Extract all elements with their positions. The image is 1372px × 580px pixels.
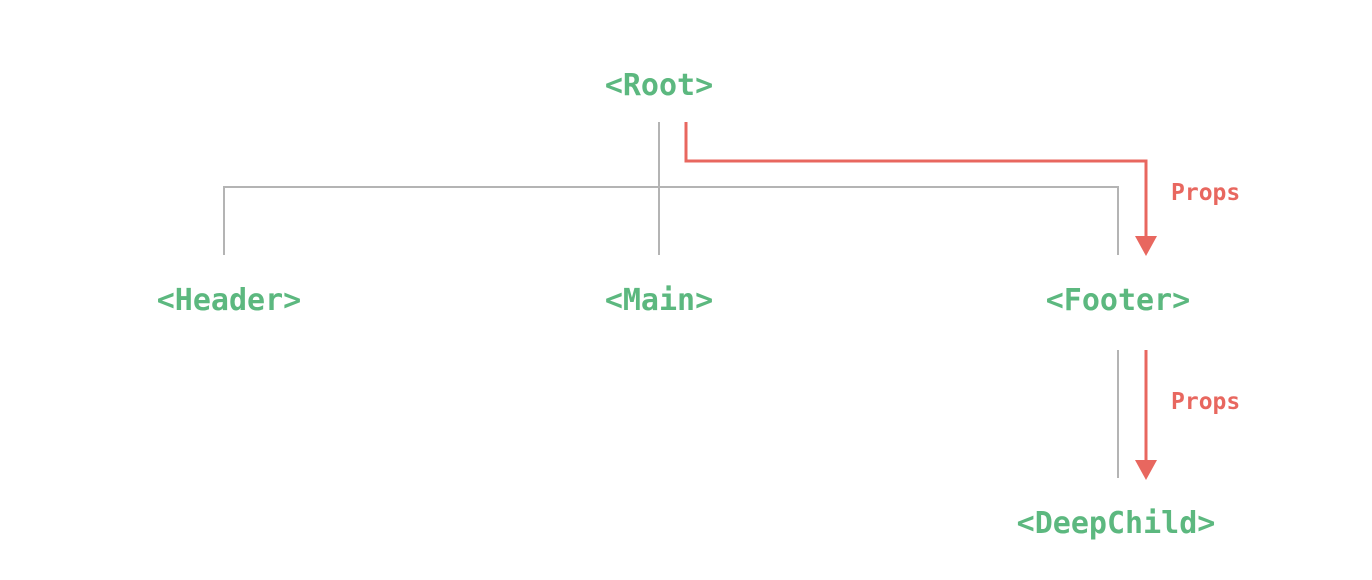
root-to-footer-props-line bbox=[684, 122, 1148, 238]
deepchild-node-label: <DeepChild> bbox=[1017, 506, 1216, 541]
tree-connectors bbox=[223, 122, 1119, 478]
root-node-label: <Root> bbox=[605, 68, 713, 103]
props-label-footer-deepchild: Props bbox=[1171, 389, 1240, 415]
deepchild-arrowhead bbox=[1135, 460, 1157, 480]
children-branch-line bbox=[223, 186, 1119, 255]
arrowheads bbox=[1135, 236, 1157, 480]
props-label-root-footer: Props bbox=[1171, 180, 1240, 206]
footer-arrowhead bbox=[1135, 236, 1157, 256]
footer-node-label: <Footer> bbox=[1046, 283, 1191, 318]
main-node-label: <Main> bbox=[605, 283, 713, 318]
header-node-label: <Header> bbox=[157, 283, 302, 318]
props-arrows bbox=[684, 122, 1148, 462]
